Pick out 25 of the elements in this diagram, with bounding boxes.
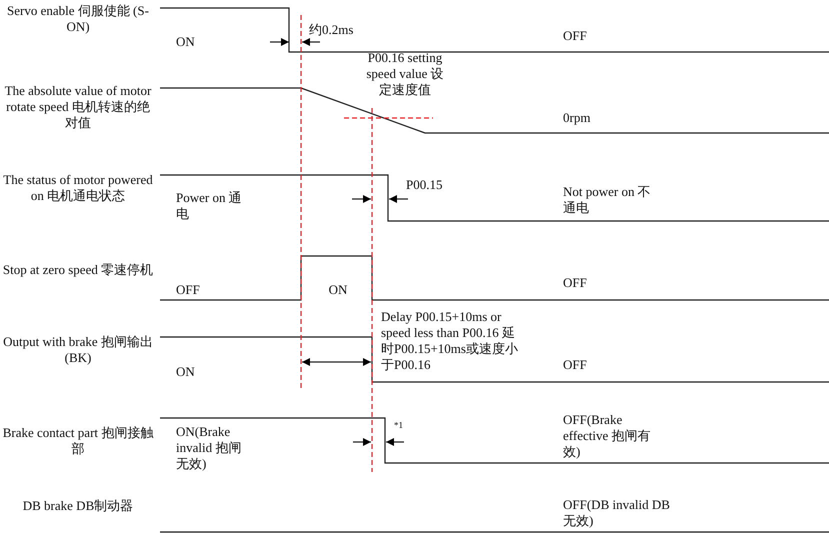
state-label: OFF xyxy=(176,282,201,298)
state-label: OFF xyxy=(563,357,588,373)
timing-note: P00.16 setting speed value 设定速度值 xyxy=(365,50,445,98)
state-label: OFF(DB invalid DB无效) xyxy=(563,497,671,529)
signal-name: DB brake DB制动器 xyxy=(22,498,134,514)
signal-name: Stop at zero speed 零速停机 xyxy=(2,262,154,278)
footnote-mark: *1 xyxy=(394,420,404,430)
state-label: Not power on 不通电 xyxy=(563,184,652,216)
state-label: OFF xyxy=(563,28,588,44)
timing-note: 约0.2ms xyxy=(309,22,354,38)
state-label: ON(Brake invalid 抱闸无效) xyxy=(176,424,242,472)
signal-name: Output with brake 抱闸输出 (BK) xyxy=(3,334,153,366)
timing-note: P00.15 xyxy=(406,177,444,193)
state-label: OFF xyxy=(563,275,588,291)
state-label: Power on 通电 xyxy=(176,190,243,222)
state-label: 0rpm xyxy=(563,110,592,126)
signal-name: The status of motor powered on 电机通电状态 xyxy=(2,172,154,204)
timing-note: Delay P00.15+10ms or speed less than P00.16 延时P00.15+10ms或速度小于P00.16 xyxy=(381,309,519,373)
state-label: ON xyxy=(176,364,196,380)
signal-name: Brake contact part 抱闸接触部 xyxy=(2,425,154,457)
signal-name: The absolute value of motor rotate speed 电机转速的绝对值 xyxy=(4,83,152,131)
state-label: OFF(Brake effective 抱闸有效) xyxy=(563,412,652,460)
signal-name: Servo enable 伺服使能 (S-ON) xyxy=(6,3,150,35)
state-label: ON xyxy=(176,34,196,50)
state-label: ON xyxy=(328,282,348,298)
